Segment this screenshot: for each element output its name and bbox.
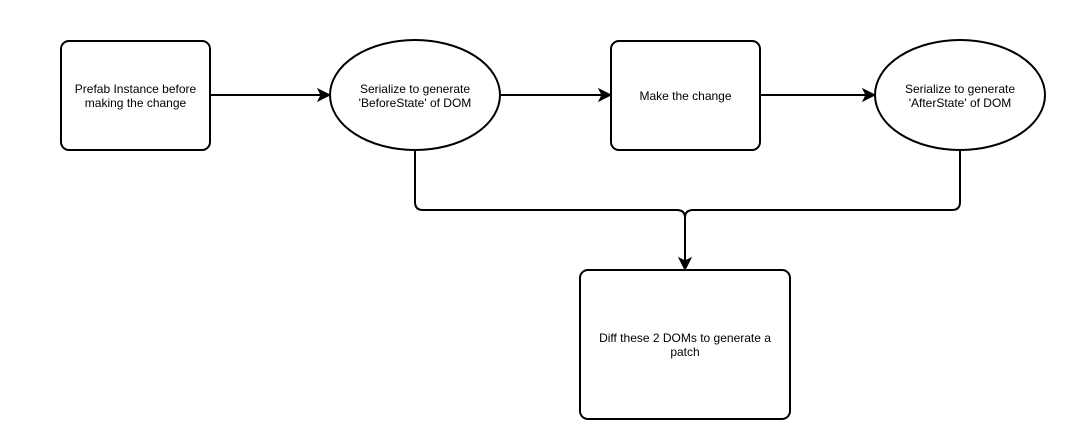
edge-before-to-diff [414, 150, 686, 262]
arrowhead-to-diff [677, 256, 693, 272]
label-prefab-instance: Prefab Instance before making the change [74, 81, 197, 110]
label-make-change: Make the change [639, 88, 732, 103]
edge-after-to-diff [684, 150, 961, 219]
arrowhead-before-to-change [597, 87, 613, 103]
label-serialize-after-state: Serialize to generate 'AfterState' of DO… [904, 81, 1016, 110]
label-serialize-before-state: Serialize to generate 'BeforeState' of D… [358, 81, 472, 110]
arrowhead-prefab-to-before [316, 87, 332, 103]
arrowhead-change-to-after [861, 87, 877, 103]
label-diff-doms: Diff these 2 DOMs to generate a patch [599, 330, 771, 359]
